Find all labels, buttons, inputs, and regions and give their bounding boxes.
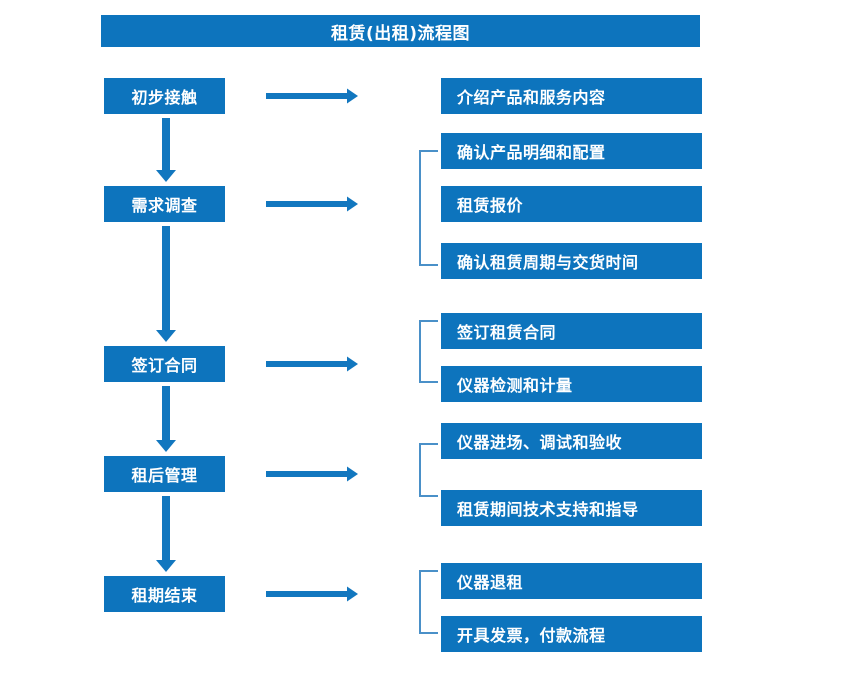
group-bracket-3 <box>419 443 438 497</box>
detail-box-10[interactable]: 开具发票，付款流程 <box>441 616 702 652</box>
flow-arrow-down-4 <box>155 496 177 572</box>
flow-arrow-down-1 <box>155 118 177 182</box>
flow-arrow-right-2 <box>266 194 358 214</box>
stage-box-3[interactable]: 签订合同 <box>104 346 225 382</box>
group-bracket-2 <box>419 320 438 383</box>
page-title: 租赁(出租)流程图 <box>101 15 700 47</box>
flow-arrow-right-5 <box>266 584 358 604</box>
flow-arrow-right-1 <box>266 86 358 106</box>
detail-box-7[interactable]: 仪器进场、调试和验收 <box>441 423 702 459</box>
stage-box-2[interactable]: 需求调查 <box>104 186 225 222</box>
detail-box-5[interactable]: 签订租赁合同 <box>441 313 702 349</box>
stage-box-5[interactable]: 租期结束 <box>104 576 225 612</box>
detail-box-6[interactable]: 仪器检测和计量 <box>441 366 702 402</box>
group-bracket-4 <box>419 570 438 634</box>
flow-arrow-right-3 <box>266 354 358 374</box>
detail-box-4[interactable]: 确认租赁周期与交货时间 <box>441 243 702 279</box>
detail-box-1[interactable]: 介绍产品和服务内容 <box>441 78 702 114</box>
group-bracket-1 <box>419 150 438 266</box>
detail-box-8[interactable]: 租赁期间技术支持和指导 <box>441 490 702 526</box>
detail-box-2[interactable]: 确认产品明细和配置 <box>441 133 702 169</box>
stage-box-1[interactable]: 初步接触 <box>104 78 225 114</box>
flow-arrow-right-4 <box>266 464 358 484</box>
flow-arrow-down-2 <box>155 226 177 342</box>
detail-box-3[interactable]: 租赁报价 <box>441 186 702 222</box>
flow-arrow-down-3 <box>155 386 177 452</box>
stage-box-4[interactable]: 租后管理 <box>104 456 225 492</box>
detail-box-9[interactable]: 仪器退租 <box>441 563 702 599</box>
